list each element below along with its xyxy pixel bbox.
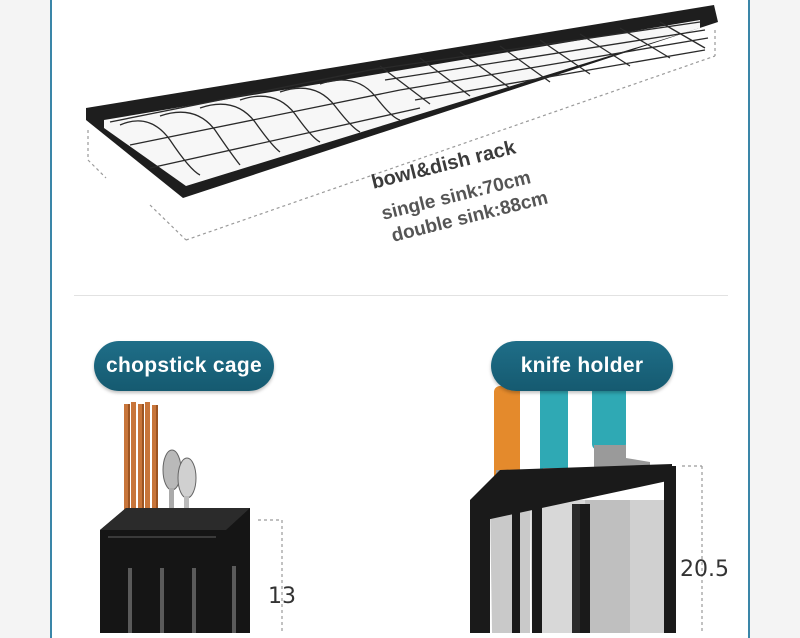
knife-holder-label: knife holder: [491, 341, 673, 391]
chopstick-cage-label: chopstick cage: [94, 341, 274, 391]
chopstick-cage-height: 13: [268, 584, 296, 609]
section-divider: [74, 295, 728, 296]
chopstick-cage-image: [100, 402, 283, 633]
knife-holder-image: [470, 386, 703, 633]
dish-rack-image: [86, 5, 718, 241]
knife-holder-height: 20.5: [680, 557, 729, 582]
